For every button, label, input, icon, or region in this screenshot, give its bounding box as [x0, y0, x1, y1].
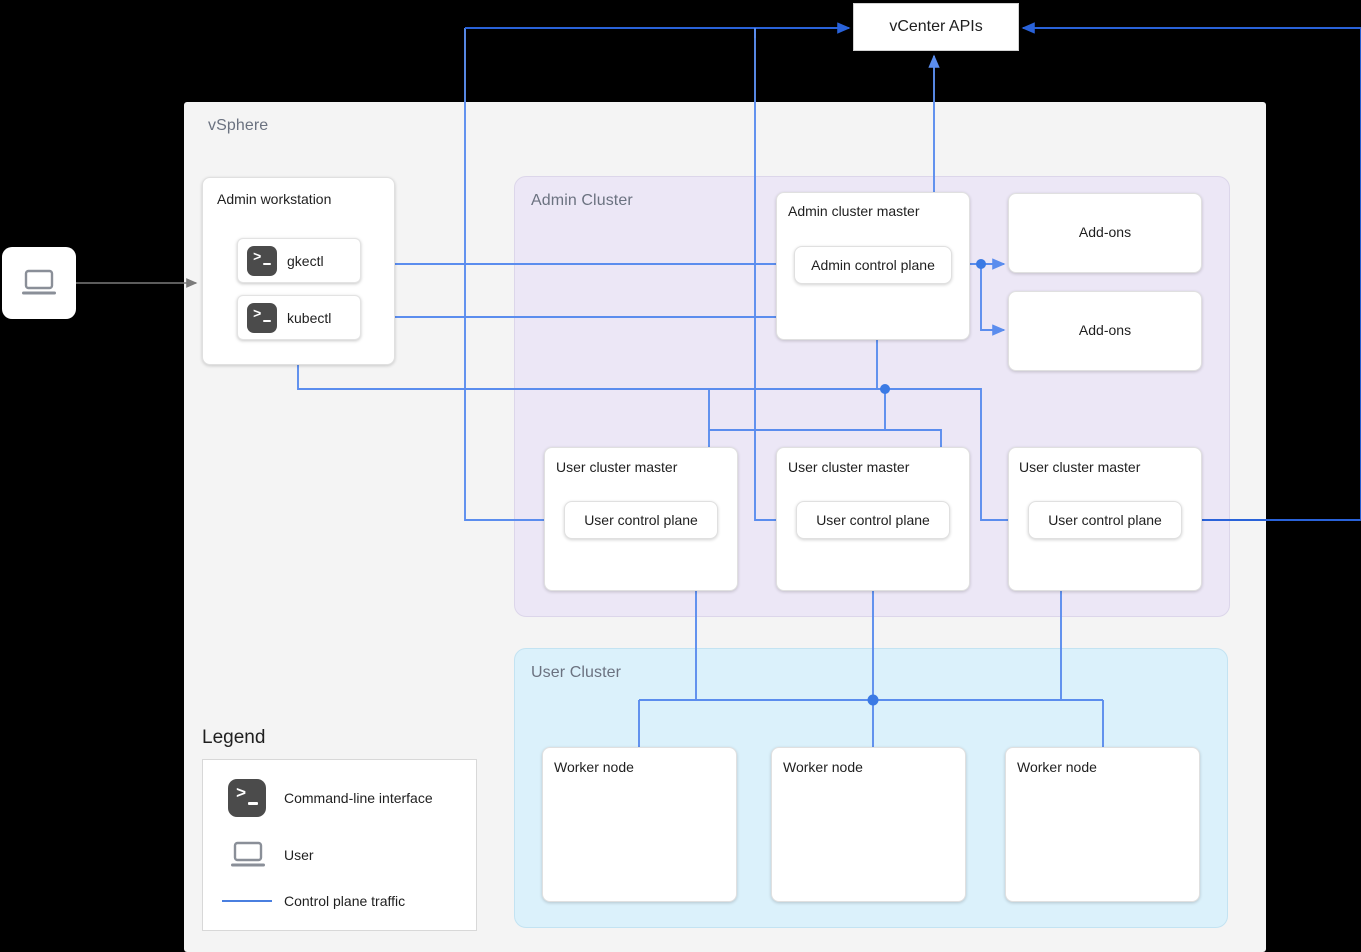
legend-item-user: User	[228, 840, 314, 870]
laptop-icon	[22, 269, 56, 295]
vcenter-apis-label: vCenter APIs	[889, 18, 983, 35]
cli-chip-kubectl-label: kubectl	[287, 309, 332, 326]
user-control-plane-label-3: User control plane	[1048, 512, 1162, 528]
user-control-plane-label-2: User control plane	[816, 512, 930, 528]
legend-item-cli-label: Command-line interface	[284, 790, 433, 806]
user-control-plane-label-1: User control plane	[584, 512, 698, 528]
admin-control-plane-label: Admin control plane	[811, 257, 935, 273]
legend-item-traffic: Control plane traffic	[222, 893, 405, 909]
user-control-plane-card-1[interactable]	[564, 501, 718, 539]
addons-card-1[interactable]	[1008, 193, 1202, 273]
user-node[interactable]	[2, 247, 76, 319]
terminal-icon	[228, 779, 266, 817]
admin-cluster-panel-title: Admin Cluster	[531, 192, 633, 209]
worker-node-card-1[interactable]	[542, 747, 737, 902]
vsphere-panel-title: vSphere	[208, 117, 269, 134]
worker-node-card-3[interactable]	[1005, 747, 1200, 902]
line-swatch-icon	[222, 900, 272, 902]
admin-workstation-title: Admin workstation	[217, 191, 332, 207]
laptop-icon	[231, 841, 265, 867]
worker-node-card-2[interactable]	[771, 747, 966, 902]
cli-chip-gkectl-label: gkectl	[287, 252, 324, 269]
user-control-plane-card-3[interactable]	[1028, 501, 1182, 539]
terminal-icon	[247, 302, 277, 333]
cli-chip-kubectl[interactable]: kubectl	[237, 295, 361, 340]
worker-node-label-3: Worker node	[1017, 759, 1097, 775]
addons-label-1: Add-ons	[1078, 224, 1132, 240]
cli-chip-gkectl[interactable]: gkectl	[237, 238, 361, 283]
user-cluster-panel-title: User Cluster	[531, 664, 622, 681]
vcenter-apis-card[interactable]	[853, 3, 1019, 51]
addons-label-2: Add-ons	[1078, 322, 1132, 338]
user-control-plane-card-2[interactable]	[796, 501, 950, 539]
worker-node-label-1: Worker node	[554, 759, 634, 775]
addons-card-2[interactable]	[1008, 291, 1202, 371]
legend-item-user-label: User	[284, 847, 314, 863]
admin-cluster-master-title: Admin cluster master	[788, 203, 920, 219]
user-cluster-master-title-1: User cluster master	[556, 459, 678, 475]
legend-title: Legend	[202, 727, 266, 748]
user-cluster-master-title-3: User cluster master	[1019, 459, 1141, 475]
user-cluster-master-title-2: User cluster master	[788, 459, 910, 475]
admin-control-plane-card[interactable]	[794, 246, 952, 284]
worker-node-label-2: Worker node	[783, 759, 863, 775]
legend-item-traffic-label: Control plane traffic	[284, 893, 406, 909]
legend-item-cli: Command-line interface	[228, 779, 433, 817]
terminal-icon	[247, 245, 277, 276]
